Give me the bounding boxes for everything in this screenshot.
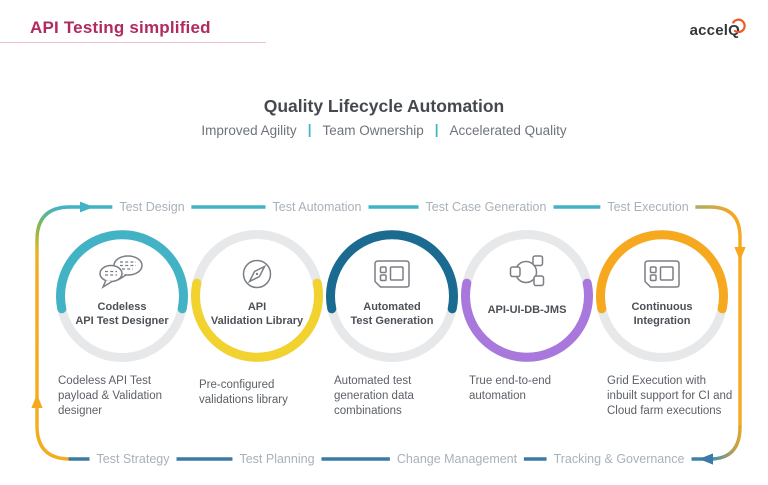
arrow-left-icon [699,453,713,465]
flow-label-test-strategy: Test Strategy [89,451,177,467]
flow-label-tracking-governance: Tracking & Governance [546,451,692,467]
flow-label-change-management: Change Management [389,451,525,467]
diagram-benefits: Improved Agility | Team Ownership | Accelera… [0,122,768,138]
arrow-down-icon [734,247,746,261]
benefit-separator: | [307,122,312,137]
stage-ring [326,230,458,362]
stage-title-validation-library: API Validation Library [210,301,304,328]
stage-desc-api-ui-db-jms: True end-to-end automation [469,375,552,403]
title-underline [0,42,266,43]
compass-icon [242,259,272,289]
logo-swoosh-icon [732,18,746,33]
window-grid-icon [374,260,410,288]
flow-label-test-automation: Test Automation [265,199,369,215]
stage-desc-codeless-designer: Codeless API Test payload & Validation d… [58,375,162,418]
stage-title-api-ui-db-jms: API-UI-DB-JMS [487,304,567,316]
brand-logo: accelQ [689,18,746,39]
arrow-right-icon [80,201,94,213]
stage-ring [596,230,728,362]
benefit-separator: | [434,122,439,137]
flow-label-test-planning: Test Planning [232,451,322,467]
benefit-improved-agility: Improved Agility [201,123,297,138]
stage-title-codeless-designer: Codeless API Test Designer [75,301,169,328]
arrow-up-icon [31,394,43,408]
flow-label-test-design: Test Design [112,199,192,215]
stage-title-continuous-integration: Continuous Integration [631,301,693,328]
window-grid-icon [644,260,680,288]
diagram-title: Quality Lifecycle Automation [263,96,505,116]
stage-desc-continuous-integration: Grid Execution with inbuilt support for … [607,375,733,418]
flow-label-test-execution: Test Execution [600,199,696,215]
loop-left-edge [35,205,72,461]
benefit-accelerated-quality: Accelerated Quality [449,123,567,138]
stage-desc-test-generation: Automated test generation data combinati… [334,375,414,418]
brand-logo-text: accelQ [689,22,740,39]
chat-bubbles-icon [99,255,143,289]
stage-arc-api-ui-db-jms [461,278,593,362]
page-title: API Testing simplified [30,18,211,37]
benefit-team-ownership: Team Ownership [322,123,424,138]
network-nodes-icon [509,255,545,287]
stage-title-test-generation: Automated Test Generation [350,301,434,328]
flow-label-test-case-generation: Test Case Generation [418,199,554,215]
stage-desc-validation-library: Pre-configured validations library [199,379,288,407]
